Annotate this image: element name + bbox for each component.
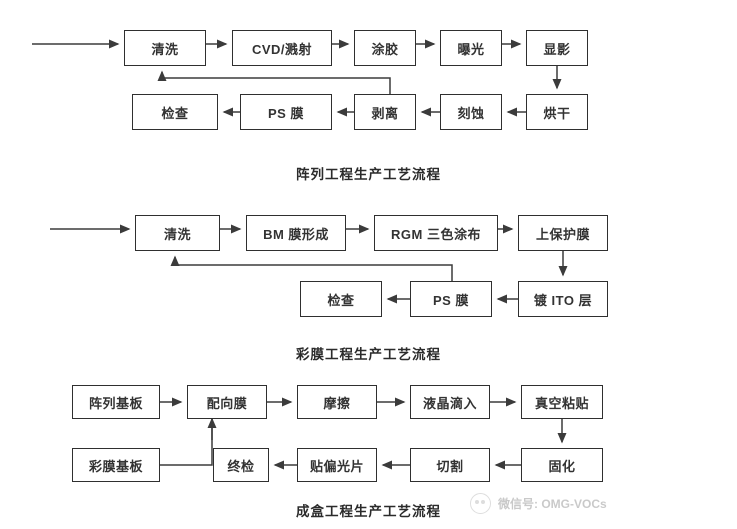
node-cf-cleaning[interactable]: 清洗 xyxy=(135,215,220,251)
node-photoresist-coating[interactable]: 涂胶 xyxy=(354,30,416,66)
chart2-caption: 彩膜工程生产工艺流程 xyxy=(296,347,441,362)
node-ps-film[interactable]: PS 膜 xyxy=(240,94,332,130)
node-polarizer-attach[interactable]: 贴偏光片 xyxy=(297,448,377,482)
node-final-inspection[interactable]: 终检 xyxy=(213,448,269,482)
node-rubbing[interactable]: 摩擦 xyxy=(297,385,377,419)
node-cleaning[interactable]: 清洗 xyxy=(124,30,206,66)
chart1-feedback-loop xyxy=(157,70,391,94)
node-development[interactable]: 显影 xyxy=(526,30,588,66)
watermark: 微信号: OMG-VOCs xyxy=(470,493,607,514)
watermark-text: 微信号: OMG-VOCs xyxy=(498,497,607,511)
node-vacuum-bonding[interactable]: 真空粘贴 xyxy=(521,385,603,419)
node-stripping[interactable]: 剥离 xyxy=(354,94,416,130)
chart1-caption: 阵列工程生产工艺流程 xyxy=(296,167,441,182)
node-ito-plating[interactable]: 镀 ITO 层 xyxy=(518,281,608,317)
node-bm-film-formation[interactable]: BM 膜形成 xyxy=(246,215,346,251)
node-exposure[interactable]: 曝光 xyxy=(440,30,502,66)
chart3-cf-substrate-link xyxy=(160,419,213,466)
node-alignment-film[interactable]: 配向膜 xyxy=(187,385,267,419)
node-curing[interactable]: 固化 xyxy=(521,448,603,482)
node-rgm-tricolor-coating[interactable]: RGM 三色涂布 xyxy=(374,215,498,251)
node-cf-ps-film[interactable]: PS 膜 xyxy=(410,281,492,317)
node-protective-film[interactable]: 上保护膜 xyxy=(518,215,608,251)
node-lc-dropping[interactable]: 液晶滴入 xyxy=(410,385,490,419)
node-array-substrate[interactable]: 阵列基板 xyxy=(72,385,160,419)
chart2-feedback-loop xyxy=(170,255,453,281)
node-cf-inspection[interactable]: 检查 xyxy=(300,281,382,317)
node-cutting[interactable]: 切割 xyxy=(410,448,490,482)
node-cf-substrate[interactable]: 彩膜基板 xyxy=(72,448,160,482)
node-inspection[interactable]: 检查 xyxy=(132,94,218,130)
node-etching[interactable]: 刻蚀 xyxy=(440,94,502,130)
wechat-logo-icon xyxy=(470,493,491,514)
node-cvd-sputtering[interactable]: CVD/溅射 xyxy=(232,30,332,66)
node-drying[interactable]: 烘干 xyxy=(526,94,588,130)
chart3-caption: 成盒工程生产工艺流程 xyxy=(296,504,441,519)
